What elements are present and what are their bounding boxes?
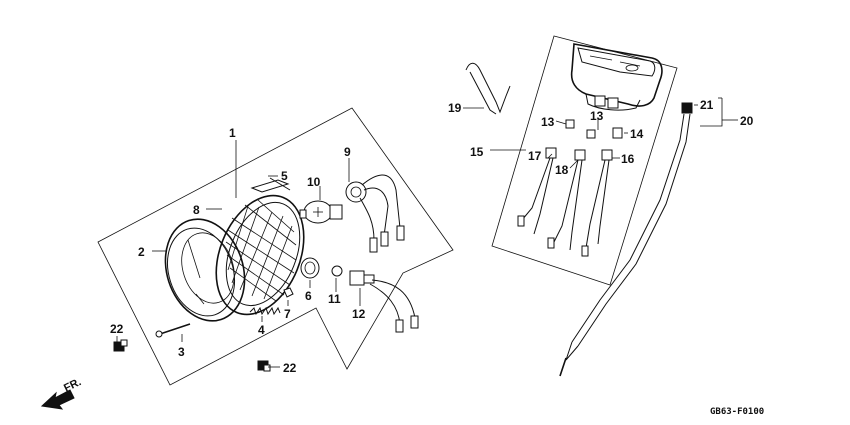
diagram-code: GB63-F0100 bbox=[710, 407, 764, 417]
meter-stay bbox=[465, 62, 511, 115]
bolt-left bbox=[113, 339, 128, 352]
meter-bulb-c bbox=[612, 127, 623, 139]
callout-14: 14 bbox=[630, 127, 644, 141]
callout-15: 15 bbox=[470, 145, 484, 159]
nut bbox=[283, 287, 294, 298]
callout-22-bottom: 22 bbox=[283, 361, 297, 375]
meter-bulb-b bbox=[586, 129, 596, 139]
callout-21: 21 bbox=[700, 98, 714, 112]
callout-13-top: 13 bbox=[590, 109, 604, 123]
headlight-lens bbox=[215, 194, 305, 316]
headlight-bulb bbox=[299, 200, 343, 224]
callout-3: 3 bbox=[178, 345, 185, 359]
front-direction-arrow: FR. bbox=[40, 376, 83, 410]
callout-1: 1 bbox=[229, 126, 236, 140]
headlight-socket bbox=[345, 174, 405, 253]
callout-5: 5 bbox=[281, 169, 288, 183]
callout-18: 18 bbox=[555, 163, 569, 177]
meter-socket-16 bbox=[581, 149, 613, 257]
callout-19: 19 bbox=[448, 101, 462, 115]
callout-17: 17 bbox=[528, 149, 542, 163]
callout-16: 16 bbox=[621, 152, 635, 166]
meter-socket-17 bbox=[517, 147, 557, 235]
callout-13-left: 13 bbox=[541, 115, 555, 129]
meter-bulb-a bbox=[565, 119, 575, 129]
callout-10: 10 bbox=[307, 175, 321, 189]
headlight-group-outline bbox=[97, 107, 454, 386]
callout-6: 6 bbox=[305, 289, 312, 303]
speedometer bbox=[570, 43, 663, 111]
meter-socket-18 bbox=[547, 149, 586, 251]
bolt-bottom bbox=[257, 360, 271, 372]
spring-clip bbox=[250, 177, 291, 193]
leader-lines-right bbox=[463, 97, 738, 169]
callout-22-left: 22 bbox=[110, 322, 124, 336]
callout-12: 12 bbox=[352, 307, 366, 321]
callout-2: 2 bbox=[138, 245, 145, 259]
adjusting-screw bbox=[155, 323, 191, 338]
callout-7: 7 bbox=[284, 307, 291, 321]
callout-11: 11 bbox=[328, 292, 341, 306]
callout-8: 8 bbox=[193, 203, 200, 217]
callout-4: 4 bbox=[258, 323, 265, 337]
callout-9: 9 bbox=[344, 145, 351, 159]
meter-group-outline bbox=[491, 35, 678, 286]
leader-lines-left bbox=[116, 140, 361, 368]
speedometer-cable bbox=[559, 102, 693, 377]
headlight-case bbox=[164, 218, 246, 322]
front-direction-label: FR. bbox=[62, 376, 83, 395]
position-bulb bbox=[331, 265, 343, 277]
rubber-boot bbox=[300, 257, 320, 279]
callout-20: 20 bbox=[740, 114, 754, 128]
position-socket bbox=[349, 270, 419, 333]
adjusting-spring bbox=[249, 306, 281, 316]
